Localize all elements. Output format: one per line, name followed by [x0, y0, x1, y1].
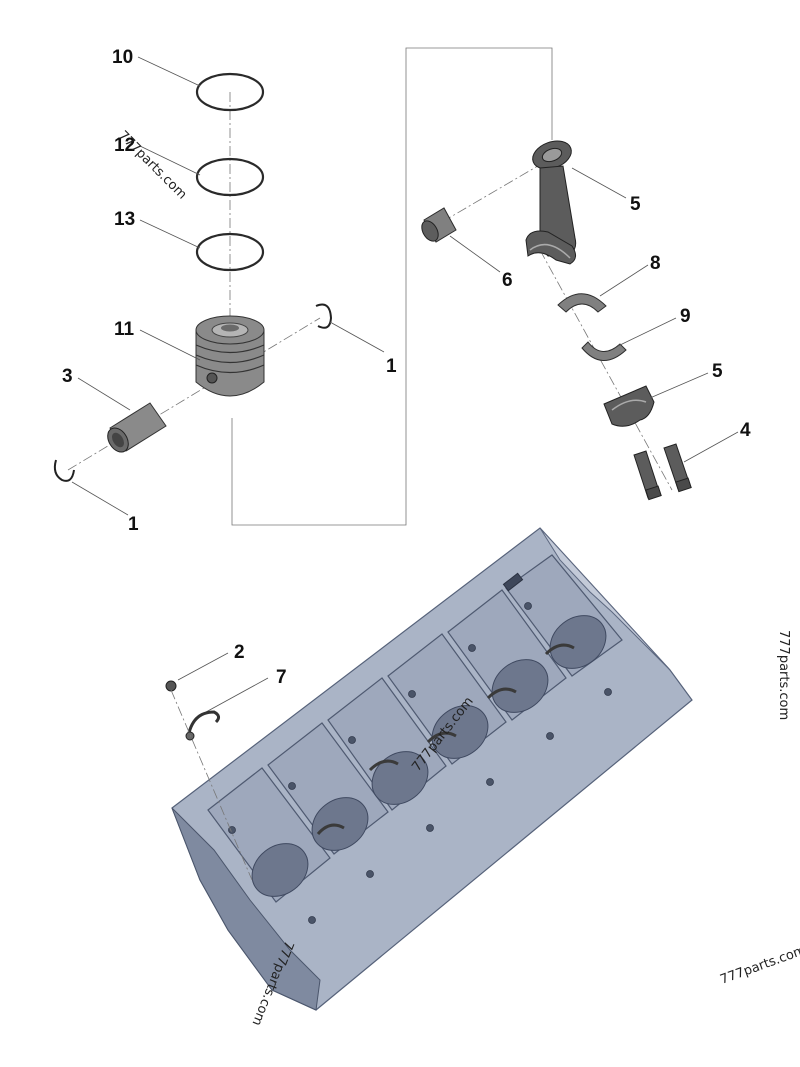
piston-icon[interactable]: [195, 315, 265, 397]
small-end-axis-line: [441, 159, 549, 223]
plug-axis-line: [170, 689, 253, 881]
oil-nozzle-icon[interactable]: [185, 710, 221, 741]
snap-ring-left[interactable]: [53, 459, 75, 482]
rod-cap-icon[interactable]: [603, 385, 655, 427]
bearing-shell-upper[interactable]: [557, 293, 607, 313]
piston-ring-13[interactable]: [195, 232, 265, 272]
callout-11: 11: [114, 319, 135, 340]
callout-13: 13: [114, 209, 135, 230]
rod-bolt-icon-2[interactable]: [663, 443, 692, 493]
leader-5-top: [571, 167, 627, 199]
leader-5-cap: [649, 372, 709, 399]
callout-1-left: 1: [128, 514, 139, 535]
callout-4: 4: [740, 420, 751, 441]
leader-1-right: [329, 321, 385, 353]
plug-icon[interactable]: [165, 680, 177, 692]
snap-ring-right[interactable]: [315, 303, 333, 329]
piston-pin-icon[interactable]: [103, 402, 167, 456]
leader-13: [139, 219, 201, 249]
leader-8: [599, 264, 649, 297]
pin-axis-line: [67, 317, 321, 471]
leader-1-left: [71, 481, 129, 516]
leader-9: [617, 317, 677, 347]
leader-11: [139, 329, 201, 361]
engine-block-icon[interactable]: [171, 527, 693, 1011]
leader-3: [77, 377, 131, 411]
leader-4: [683, 431, 739, 463]
piston-ring-12[interactable]: [195, 157, 265, 197]
callout-1-right: 1: [386, 356, 397, 377]
small-end-bushing-icon[interactable]: [418, 207, 457, 244]
bearing-shell-lower[interactable]: [581, 341, 627, 361]
leader-6: [449, 235, 501, 273]
leader-7: [205, 677, 269, 713]
watermark-2: 777parts.com: [776, 630, 791, 720]
callout-5-cap: 5: [712, 361, 723, 382]
callout-6: 6: [502, 270, 513, 291]
connecting-rod-icon[interactable]: [525, 136, 577, 265]
callout-5-top: 5: [630, 194, 641, 215]
callout-2: 2: [234, 642, 245, 663]
leader-12: [139, 145, 201, 176]
leader-10: [137, 56, 201, 87]
callout-3: 3: [62, 366, 73, 387]
rod-bolt-icon-1[interactable]: [633, 450, 662, 501]
callout-10: 10: [112, 47, 133, 68]
callout-7: 7: [276, 667, 287, 688]
rod-axis-line: [539, 249, 673, 491]
watermark-1: 777parts.com: [115, 128, 189, 202]
piston-ring-10[interactable]: [195, 72, 265, 112]
callout-9: 9: [680, 306, 691, 327]
assembly-frame-line: [231, 47, 553, 526]
leader-2: [177, 652, 229, 681]
callout-8: 8: [650, 253, 661, 274]
watermark-3: 777parts.com: [718, 943, 800, 988]
callout-12: 12: [114, 135, 135, 156]
